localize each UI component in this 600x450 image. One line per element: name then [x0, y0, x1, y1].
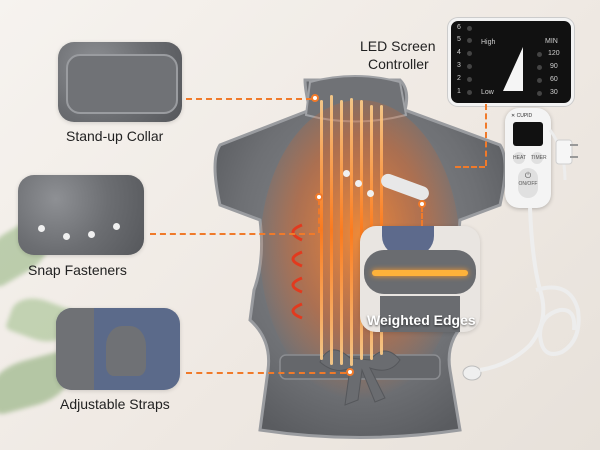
level-6: 6	[457, 24, 461, 31]
heating-element	[320, 100, 323, 360]
callout-connector	[485, 104, 487, 166]
heating-element	[350, 98, 353, 366]
timer-indicator	[537, 91, 542, 96]
power-cord	[479, 129, 581, 372]
plug-icon	[555, 139, 573, 165]
high-label: High	[481, 39, 496, 46]
power-icon: ⏻	[524, 171, 532, 180]
timer-indicator	[537, 65, 542, 70]
power-button[interactable]: ⏻ ON/OFF	[518, 168, 538, 198]
level-3: 3	[457, 62, 461, 69]
level-indicator	[467, 90, 472, 95]
min-label: MIN	[545, 38, 558, 45]
callout-connector	[455, 166, 485, 168]
level-indicator	[467, 64, 472, 69]
controller-display	[513, 122, 543, 146]
remote-controller: ✕ CUPID HEAT TIMER ⏻ ON/OFF	[505, 108, 551, 208]
callout-connector	[186, 372, 346, 374]
low-label: Low	[481, 89, 494, 96]
snaps-label: Snap Fasteners	[28, 262, 127, 278]
led-label-line2: Controller	[368, 56, 429, 72]
led-screen-closeup: 6 5 4 3 2 1 High Low MIN 120 90 60 30	[448, 18, 574, 106]
timer-90: 90	[550, 63, 558, 70]
callout-anchor	[346, 368, 354, 376]
straps-photo	[56, 308, 180, 390]
heat-button[interactable]: HEAT	[513, 152, 526, 164]
level-1: 1	[457, 88, 461, 95]
level-indicator	[467, 51, 472, 56]
timer-60: 60	[550, 76, 558, 83]
weighted-edges-photo	[360, 226, 480, 332]
heating-element	[330, 95, 333, 365]
level-indicator	[467, 77, 472, 82]
timer-button[interactable]: TIMER	[531, 152, 547, 164]
callout-anchor	[311, 94, 319, 102]
controller-brand: ✕ CUPID	[511, 113, 533, 119]
snaps-photo	[18, 175, 144, 255]
heat-level-bars	[503, 47, 523, 91]
callout-connector	[318, 199, 320, 233]
snap-button	[88, 231, 95, 238]
snap-button	[343, 170, 350, 177]
level-indicator	[467, 26, 472, 31]
level-5: 5	[457, 36, 461, 43]
straps-label: Adjustable Straps	[60, 396, 170, 412]
timer-120: 120	[548, 50, 560, 57]
snap-button	[113, 223, 120, 230]
snap-button	[63, 233, 70, 240]
led-label-line1: LED Screen	[360, 38, 436, 54]
heating-element	[360, 100, 363, 360]
callout-connector	[150, 233, 315, 235]
level-indicator	[467, 38, 472, 43]
weighted-edges-label: Weighted Edges	[367, 312, 476, 328]
snap-button	[355, 180, 362, 187]
collar-photo	[58, 42, 182, 122]
snap-button	[38, 225, 45, 232]
heat-wave-icon	[291, 223, 303, 320]
timer-indicator	[537, 52, 542, 57]
collar-label: Stand-up Collar	[66, 128, 164, 144]
snap-button	[367, 190, 374, 197]
timer-indicator	[537, 78, 542, 83]
brand-logo-icon: ✕	[511, 113, 517, 119]
heating-element	[340, 100, 343, 365]
callout-connector	[421, 206, 423, 226]
level-2: 2	[457, 75, 461, 82]
timer-30: 30	[550, 89, 558, 96]
level-4: 4	[457, 49, 461, 56]
callout-connector	[186, 98, 312, 100]
